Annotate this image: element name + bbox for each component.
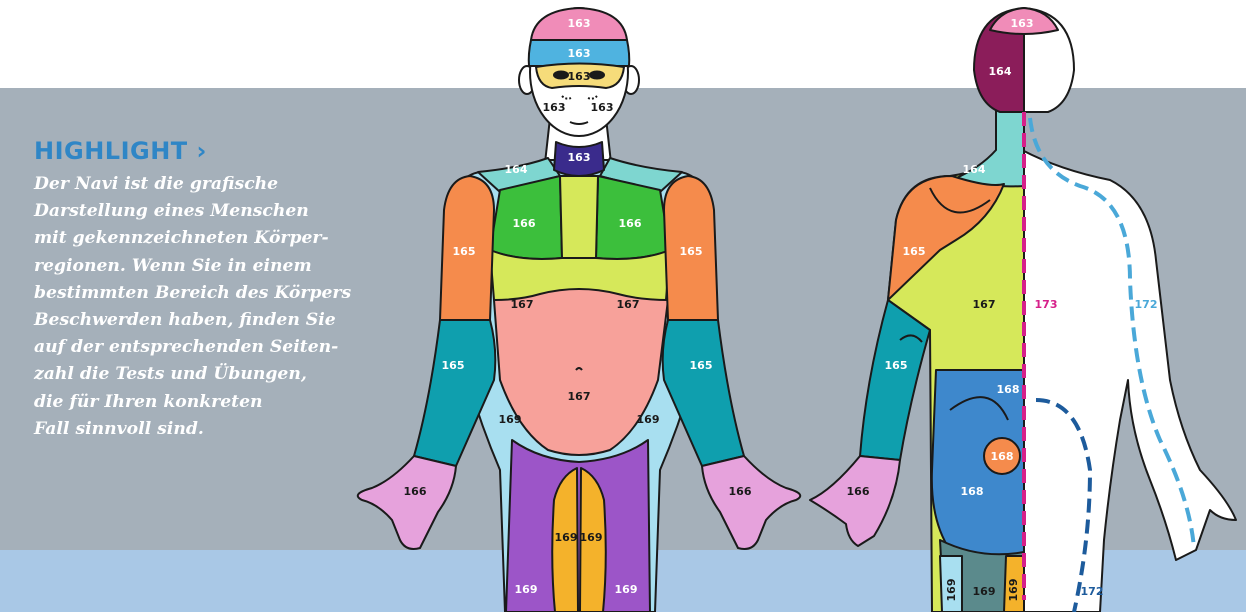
label-front-neck-side: 164	[505, 163, 528, 176]
label-front-shoulder-right: 165	[680, 245, 703, 258]
label-front-throat: 163	[568, 151, 591, 164]
back-right-half	[1022, 150, 1236, 612]
label-back-leg-c: 169	[1007, 579, 1020, 602]
label-front-forearm-left: 165	[442, 359, 465, 372]
label-front-hip-right: 169	[637, 413, 660, 426]
label-front-hand-right: 166	[729, 485, 752, 498]
front-region-hand-left	[358, 456, 456, 549]
label-front-thigh-left: 169	[515, 583, 538, 596]
label-front-ribs-left: 167	[511, 298, 534, 311]
label-front-belly: 167	[568, 390, 591, 403]
label-back-nerve-lower: 172	[1081, 585, 1104, 598]
label-back-sacrum: 168	[991, 450, 1014, 463]
label-front-forehead: 163	[568, 47, 591, 60]
label-back-gluteal: 168	[961, 485, 984, 498]
label-front-chest-right: 166	[619, 217, 642, 230]
label-front-shoulder-left: 165	[453, 245, 476, 258]
label-front-thigh-right: 169	[615, 583, 638, 596]
label-front-hip-left: 169	[499, 413, 522, 426]
label-back-neck: 164	[963, 163, 986, 176]
label-front-ribs-right: 167	[617, 298, 640, 311]
label-back-hand: 166	[847, 485, 870, 498]
label-front-hand-left: 166	[404, 485, 427, 498]
label-back-leg-a: 169	[945, 579, 958, 602]
label-back-shoulder: 165	[903, 245, 926, 258]
label-front-forearm-right: 165	[690, 359, 713, 372]
back-region-forearm	[860, 300, 930, 460]
front-eye-left	[554, 72, 568, 79]
label-back-leg-b: 169	[973, 585, 996, 598]
label-back-forearm: 165	[885, 359, 908, 372]
label-back-upper-back: 167	[973, 298, 996, 311]
front-region-sternum	[560, 176, 598, 258]
label-back-crown: 163	[1011, 17, 1034, 30]
front-region-forearm-right	[663, 320, 744, 466]
label-front-eyes: 163	[568, 70, 591, 83]
label-back-head: 164	[989, 65, 1012, 78]
label-front-inner-left: 169	[555, 531, 578, 544]
label-back-lower-back: 168	[997, 383, 1020, 396]
label-back-spine: 173	[1035, 298, 1058, 311]
label-front-cheek-left: 163	[543, 101, 566, 114]
front-body-figure	[358, 8, 800, 612]
front-eye-right	[590, 72, 604, 79]
front-region-hand-right	[702, 456, 800, 549]
label-back-nerve-right: 172	[1135, 298, 1158, 311]
label-front-cheek-right: 163	[591, 101, 614, 114]
label-front-crown: 163	[568, 17, 591, 30]
label-front-chest-left: 166	[513, 217, 536, 230]
label-front-inner-right: 169	[580, 531, 603, 544]
front-region-forearm-left	[414, 320, 495, 466]
back-region-hand	[810, 456, 900, 546]
